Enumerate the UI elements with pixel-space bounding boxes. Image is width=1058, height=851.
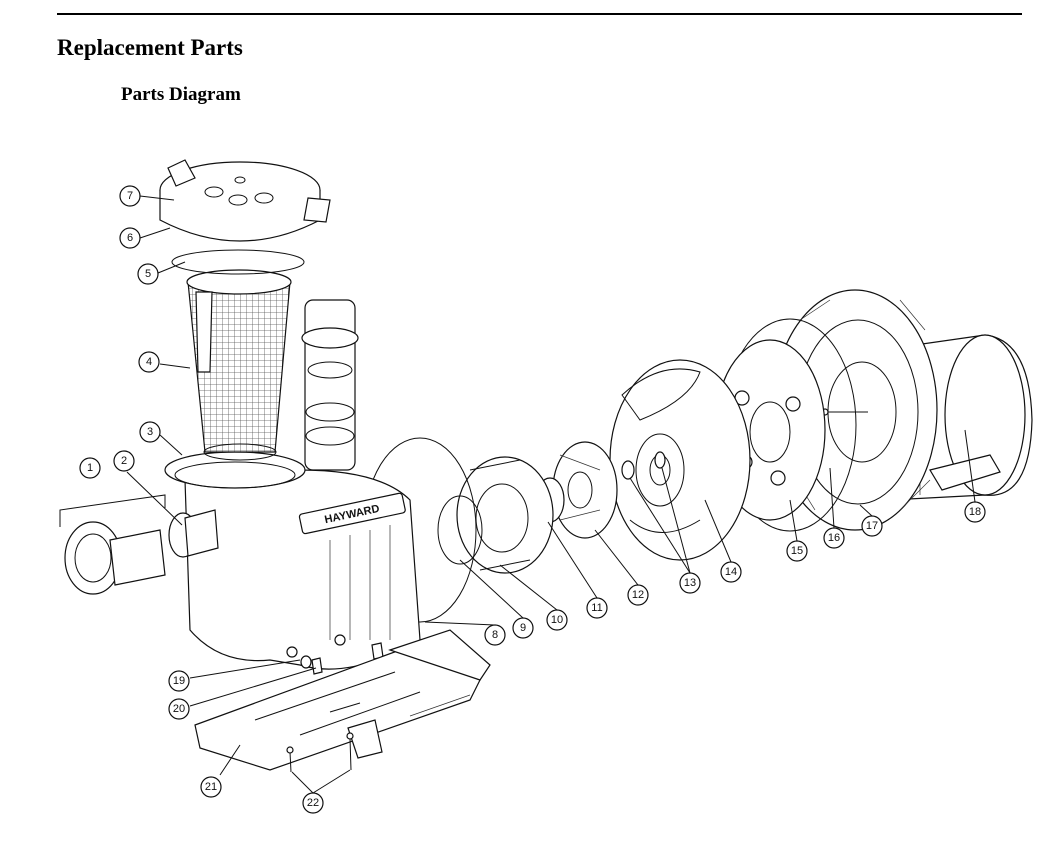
housing-fasteners xyxy=(621,451,666,480)
svg-text:6: 6 xyxy=(127,232,133,244)
svg-text:4: 4 xyxy=(146,356,152,368)
pump-base xyxy=(194,629,491,771)
svg-text:2: 2 xyxy=(121,455,127,467)
svg-text:20: 20 xyxy=(173,703,185,715)
section-heading: Parts Diagram xyxy=(121,84,241,105)
svg-text:19: 19 xyxy=(173,675,185,687)
leader-lines xyxy=(59,195,976,794)
lid-o-ring xyxy=(171,249,305,275)
svg-text:16: 16 xyxy=(828,532,840,544)
callout-21: 21 xyxy=(200,776,222,798)
svg-text:22: 22 xyxy=(307,797,319,809)
callout-4: 4 xyxy=(138,351,160,373)
diffuser-o-ring xyxy=(437,495,483,565)
svg-text:17: 17 xyxy=(866,520,878,532)
callout-19: 19 xyxy=(168,670,190,692)
svg-text:18: 18 xyxy=(969,506,981,518)
svg-text:7: 7 xyxy=(127,190,133,202)
callout-7: 7 xyxy=(119,185,141,207)
callout-18: 18 xyxy=(964,501,986,523)
callout-5: 5 xyxy=(137,263,159,285)
svg-text:10: 10 xyxy=(551,614,563,626)
callout-9: 9 xyxy=(512,617,534,639)
base-screws xyxy=(286,732,354,773)
svg-text:1: 1 xyxy=(87,462,93,474)
svg-text:15: 15 xyxy=(791,545,803,557)
svg-text:14: 14 xyxy=(725,566,737,578)
strainer-basket xyxy=(186,269,292,461)
inlet-union xyxy=(64,509,219,595)
pump-housing xyxy=(609,359,751,561)
callout-11: 11 xyxy=(586,597,608,619)
callout-13: 13 xyxy=(679,572,701,594)
svg-text:9: 9 xyxy=(520,622,526,634)
callout-17: 17 xyxy=(861,515,883,537)
svg-text:5: 5 xyxy=(145,268,151,280)
svg-text:11: 11 xyxy=(591,602,602,614)
callout-10: 10 xyxy=(546,609,568,631)
strainer-lid xyxy=(159,159,331,242)
callout-20: 20 xyxy=(168,698,190,720)
svg-text:21: 21 xyxy=(205,781,217,793)
callout-12: 12 xyxy=(627,584,649,606)
diffuser xyxy=(456,456,554,574)
callout-6: 6 xyxy=(119,227,141,249)
callout-22: 22 xyxy=(302,792,324,814)
callout-14: 14 xyxy=(720,561,742,583)
callout-3: 3 xyxy=(139,421,161,443)
strainer-pot: HAYWARD xyxy=(164,299,421,675)
callout-2: 2 xyxy=(113,450,135,472)
drain-plugs xyxy=(300,655,312,669)
callout-8: 8 xyxy=(484,624,506,646)
svg-text:3: 3 xyxy=(147,426,153,438)
top-rule xyxy=(57,13,1022,15)
svg-text:13: 13 xyxy=(684,577,696,589)
page-heading: Replacement Parts xyxy=(57,35,243,60)
svg-text:8: 8 xyxy=(492,629,498,641)
callout-1: 1 xyxy=(79,457,101,479)
callout-15: 15 xyxy=(786,540,808,562)
callout-16: 16 xyxy=(823,527,845,549)
impeller xyxy=(552,441,618,539)
svg-text:12: 12 xyxy=(632,589,644,601)
